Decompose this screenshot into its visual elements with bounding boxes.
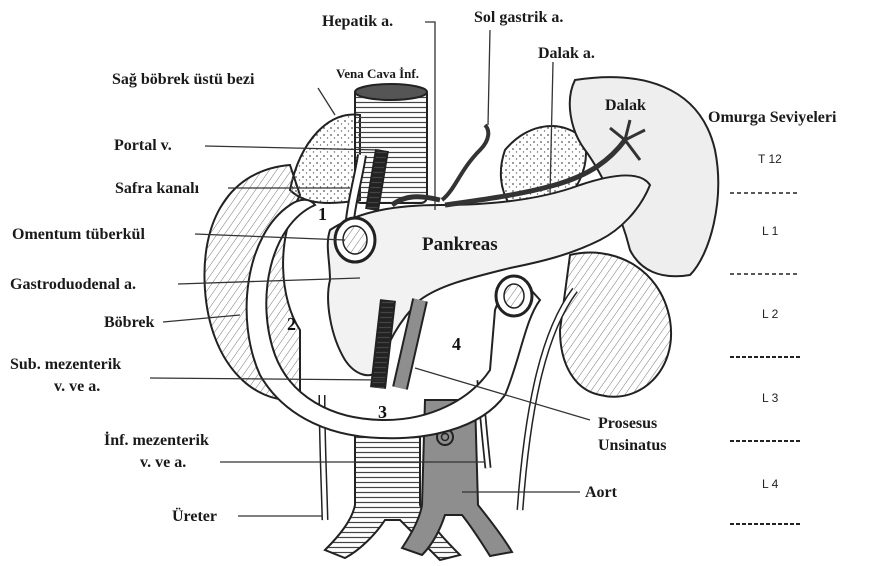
label-aort: Aort [585, 484, 618, 501]
spine-level-l4: L 4 [762, 477, 779, 491]
label-dalak: Dalak [605, 97, 646, 114]
label-sag-bobrek-ustu-bezi: Sağ böbrek üstü bezi [112, 71, 255, 88]
label-bobrek: Böbrek [104, 314, 154, 331]
spine-level-l3: L 3 [762, 391, 779, 405]
jejunum-cut-ring-inner [504, 284, 524, 308]
label-sol-gastrik-a: Sol gastrik a. [474, 9, 563, 26]
label-sub-mezenterik-line1: Sub. mezenterik [10, 356, 121, 373]
duodenum-part-1: 1 [318, 204, 327, 224]
label-gastroduodenal-a: Gastroduodenal a. [10, 276, 136, 293]
label-portal-v: Portal v. [114, 137, 172, 154]
label-hepatik-a: Hepatik a. [322, 13, 393, 30]
label-omentum-tuberkul: Omentum tüberkül [12, 226, 145, 243]
label-prosesus-line2: Unsinatus [598, 437, 666, 454]
vena-cava-upper [355, 88, 427, 203]
label-vena-cava-inf: Vena Cava İnf. [336, 66, 419, 81]
duodenum-part-2: 2 [287, 314, 296, 334]
spine-level-t12: T 12 [758, 152, 782, 166]
label-omurga-seviyeleri: Omurga Seviyeleri [708, 109, 837, 126]
label-safra-kanali: Safra kanalı [115, 180, 200, 197]
duodenum-part-3: 3 [378, 402, 387, 422]
label-sub-mezenterik-line2: v. ve a. [54, 378, 100, 395]
omental-tuberosity-ring-inner [343, 226, 367, 254]
spine-level-l2: L 2 [762, 307, 779, 321]
label-inf-mezenterik-line1: İnf. mezenterik [104, 430, 209, 449]
left-kidney [560, 253, 671, 397]
label-dalak-a: Dalak a. [538, 45, 595, 62]
left-gastric-artery [442, 125, 488, 200]
vena-cava-top [355, 84, 427, 100]
leader-sag-bobrek-ustu-bezi [318, 88, 335, 115]
label-prosesus-line1: Prosesus [598, 415, 657, 432]
leader-sol-gastrik-a [488, 30, 490, 125]
duodenum-part-4: 4 [452, 334, 461, 354]
label-pankreas: Pankreas [422, 234, 498, 255]
label-ureter: Üreter [172, 507, 217, 525]
label-inf-mezenterik-line2: v. ve a. [140, 454, 186, 471]
right-adrenal-gland [290, 114, 360, 203]
spine-level-l1: L 1 [762, 224, 779, 238]
